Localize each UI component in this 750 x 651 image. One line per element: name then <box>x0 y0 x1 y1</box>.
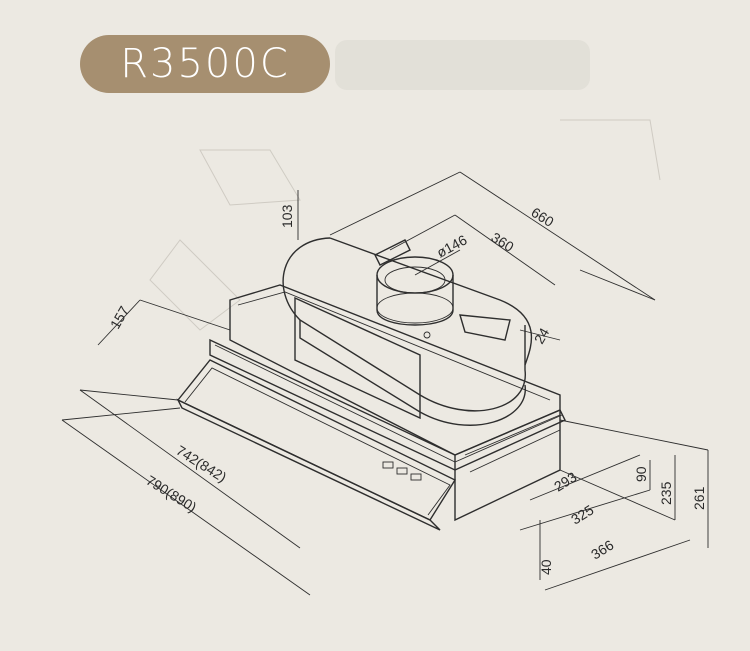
dim-325: 325 <box>568 501 596 527</box>
model-name: R3500C <box>120 41 290 87</box>
dim-40: 40 <box>538 559 554 575</box>
dim-diameter: ø146 <box>434 231 470 260</box>
plenum-with-duct <box>282 237 533 426</box>
model-badge: R3500C <box>80 35 330 93</box>
background-ghost-lines <box>149 119 661 331</box>
hood-body <box>176 284 566 531</box>
dim-235: 235 <box>658 481 674 505</box>
dim-24: 24 <box>531 325 553 347</box>
dim-90: 90 <box>633 466 649 482</box>
dim-366: 366 <box>588 536 616 562</box>
dim-157: 157 <box>107 303 133 331</box>
dim-261: 261 <box>691 486 707 510</box>
dim-360: 360 <box>488 229 516 255</box>
dimension-labels: 103 ø146 360 660 24 157 742(842) 790(890… <box>107 204 707 575</box>
dimension-lines <box>61 171 709 596</box>
dim-103: 103 <box>279 204 295 228</box>
dim-660: 660 <box>528 204 556 230</box>
ghost-background-label <box>335 40 590 90</box>
dim-790: 790(890) <box>143 472 199 515</box>
